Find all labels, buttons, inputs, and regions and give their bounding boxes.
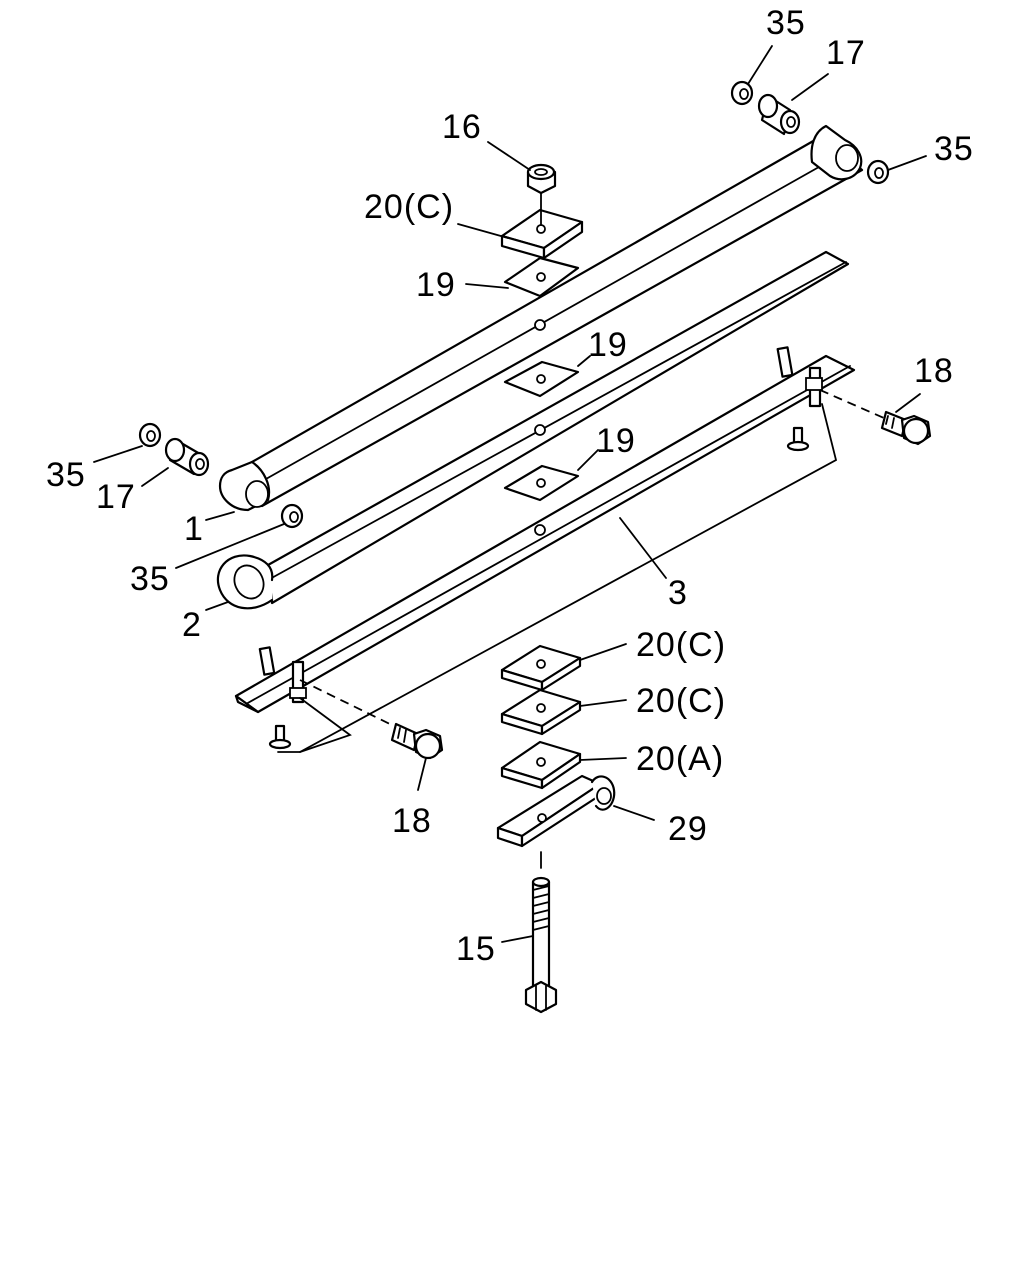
plate-20a <box>500 740 582 790</box>
label-20c-b: 20(C) <box>636 682 726 720</box>
label-18-right: 18 <box>914 352 954 390</box>
plate-20c-top <box>500 208 584 260</box>
label-17-left: 17 <box>96 478 136 516</box>
leaf-spring-2 <box>216 250 850 610</box>
washer-35-left <box>138 422 162 448</box>
bolt-18-left-axis <box>299 679 395 727</box>
leader-3-bracket-lower <box>299 697 352 753</box>
label-35-mid: 35 <box>130 560 170 598</box>
leaf-spring-1 <box>218 124 864 512</box>
nut-16 <box>526 163 557 195</box>
label-35-top: 35 <box>766 4 806 42</box>
label-2: 2 <box>182 606 202 644</box>
label-20c-a: 20(C) <box>636 626 726 664</box>
washer-35-mid <box>280 503 304 529</box>
label-19-mid: 19 <box>588 326 628 364</box>
label-35-left: 35 <box>46 456 86 494</box>
label-16: 16 <box>442 108 482 146</box>
washer-35-right <box>866 159 890 185</box>
washer-35-top <box>730 80 754 106</box>
clip-rivet-right <box>786 426 810 452</box>
bushing-17-left <box>164 437 210 477</box>
label-19-low: 19 <box>596 422 636 460</box>
bracket-29 <box>496 774 616 848</box>
bushing-17-top <box>757 93 801 136</box>
leaf-spring-3 <box>234 346 856 714</box>
label-15: 15 <box>456 930 496 968</box>
leader-lines <box>93 45 927 943</box>
label-17-top: 17 <box>826 34 866 72</box>
label-3: 3 <box>668 574 688 612</box>
bolt-18-right-axis <box>819 389 885 419</box>
plate-20c-a <box>500 644 582 692</box>
label-20a: 20(A) <box>636 740 724 778</box>
label-1: 1 <box>184 510 204 548</box>
label-19-top: 19 <box>416 266 456 304</box>
bolt-18-right <box>880 410 932 446</box>
bolt-18-left <box>390 722 444 760</box>
clip-rivet-left <box>268 724 292 750</box>
label-29: 29 <box>668 810 708 848</box>
label-18-left: 18 <box>392 802 432 840</box>
label-20c-top: 20(C) <box>364 188 454 226</box>
plate-20c-b <box>500 688 582 736</box>
leader-3-bracket-left <box>277 403 838 753</box>
bolt-15 <box>524 876 558 1014</box>
label-35-right: 35 <box>934 130 974 168</box>
